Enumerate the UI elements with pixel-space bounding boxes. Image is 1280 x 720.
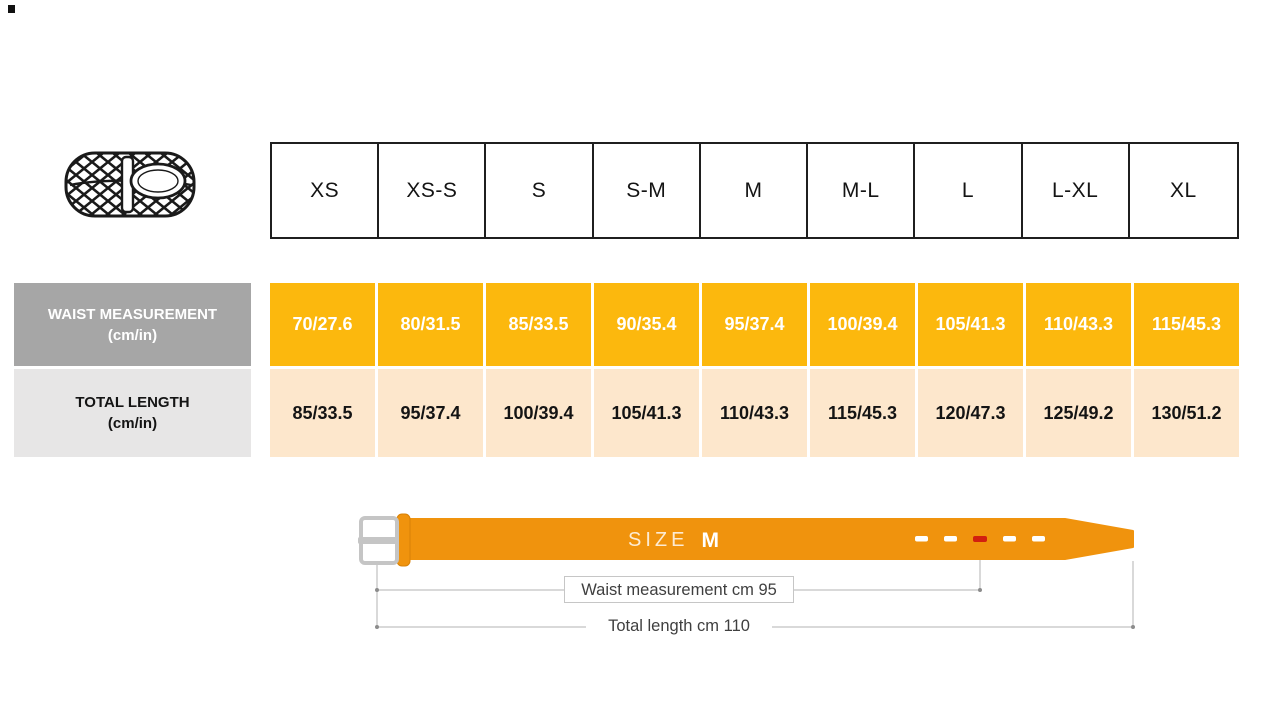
length-value-cell: 130/51.2 bbox=[1134, 369, 1239, 457]
buckle-prong bbox=[358, 537, 397, 544]
waist-value-cell: 105/41.3 bbox=[918, 283, 1023, 366]
length-label-line1: TOTAL LENGTH bbox=[75, 394, 190, 411]
waist-value-cell: 80/31.5 bbox=[378, 283, 483, 366]
dimension-endpoints bbox=[375, 588, 1135, 629]
waist-value-cell: 115/45.3 bbox=[1134, 283, 1239, 366]
size-header-cell: S-M bbox=[594, 144, 701, 237]
corner-artifact bbox=[8, 5, 15, 13]
size-header-cell: XL bbox=[1170, 178, 1197, 202]
size-header-cell: L bbox=[915, 144, 1023, 237]
waist-value-cell: 90/35.4 bbox=[594, 283, 699, 366]
waist-value-cell: 110/43.3 bbox=[1026, 283, 1131, 366]
size-header-cell: M bbox=[701, 144, 809, 237]
length-value-cell: 105/41.3 bbox=[594, 369, 699, 457]
size-value: M bbox=[701, 528, 720, 552]
length-value-cell: 110/43.3 bbox=[702, 369, 807, 457]
braided-belt-icon bbox=[60, 136, 200, 243]
size-header-cell: L-XL bbox=[1023, 144, 1130, 237]
waist-value-cell: 100/39.4 bbox=[810, 283, 915, 366]
size-header-cell: S bbox=[486, 144, 594, 237]
waist-label-line1: WAIST MEASUREMENT bbox=[47, 305, 218, 323]
total-length-annotation: Total length cm 110 bbox=[586, 613, 772, 639]
selected-hole bbox=[973, 536, 987, 542]
length-value-cell: 125/49.2 bbox=[1026, 369, 1131, 457]
length-value-cell: 95/37.4 bbox=[378, 369, 483, 457]
size-header-row: XS XS-S S S-M M M-L L L-XL XL bbox=[270, 142, 1239, 239]
waist-value-cell: 95/37.4 bbox=[702, 283, 807, 366]
waist-measurement-row: 70/27.6 80/31.5 85/33.5 90/35.4 95/37.4 … bbox=[270, 283, 1239, 366]
waist-value-cell: 70/27.6 bbox=[270, 283, 375, 366]
total-length-row: 85/33.5 95/37.4 100/39.4 105/41.3 110/43… bbox=[270, 369, 1239, 457]
length-value-cell: 115/45.3 bbox=[810, 369, 915, 457]
length-value-cell: 85/33.5 bbox=[270, 369, 375, 457]
waist-label-line2: (cm/in) bbox=[107, 326, 158, 344]
belt-size-text: SIZE M bbox=[628, 527, 720, 554]
belt-holes bbox=[915, 536, 1045, 542]
belt-strap bbox=[409, 518, 1134, 560]
size-header-cell: XS bbox=[272, 144, 380, 237]
length-value-cell: 120/47.3 bbox=[918, 369, 1023, 457]
waist-measurement-label: WAIST MEASUREMENT (cm/in) bbox=[14, 283, 251, 366]
waist-measurement-annotation: Waist measurement cm 95 bbox=[564, 576, 794, 603]
total-length-label: TOTAL LENGTH (cm/in) bbox=[14, 369, 251, 457]
length-label-line2: (cm/in) bbox=[107, 415, 158, 432]
length-value-cell: 100/39.4 bbox=[486, 369, 591, 457]
waist-value-cell: 85/33.5 bbox=[486, 283, 591, 366]
size-header-cell: M-L bbox=[808, 144, 916, 237]
belt-measurement-diagram bbox=[355, 505, 1145, 660]
size-header-cell: XS-S bbox=[379, 144, 487, 237]
size-word: SIZE bbox=[628, 529, 689, 551]
